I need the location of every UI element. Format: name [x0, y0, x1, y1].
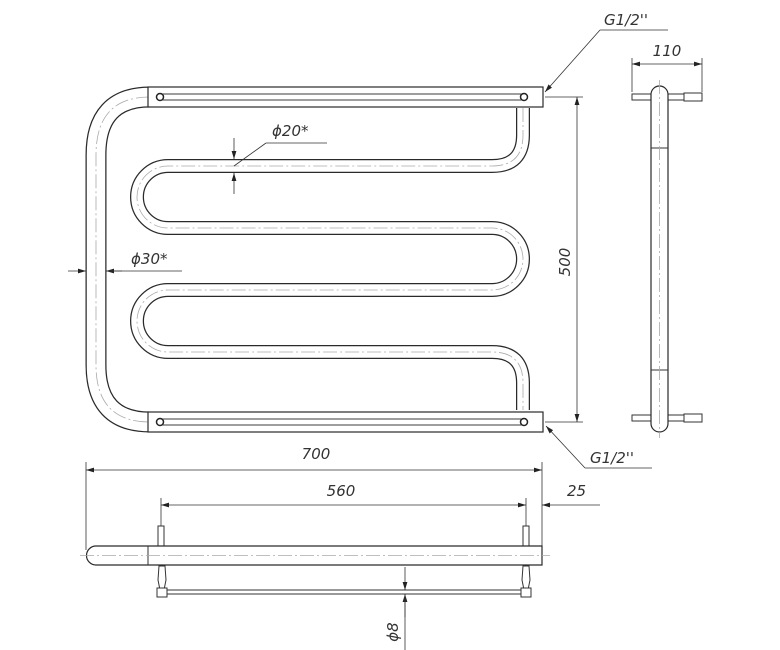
bottom-view: 700 560 25 ϕ8 [80, 445, 600, 650]
thread-callout-bottom: G1/2'' [545, 425, 652, 469]
thread-top-label: G1/2'' [604, 11, 648, 29]
height-label: 500 [556, 248, 574, 277]
offset-label: 25 [567, 482, 586, 500]
side-view: 110 [631, 42, 703, 438]
large-tube-dia-label: ϕ30* [131, 250, 168, 268]
thread-bottom-label: G1/2'' [590, 449, 634, 467]
serpentine-tube [130, 108, 530, 410]
dimension-small-tube: ϕ20* [231, 122, 327, 194]
small-tube-dia-label: ϕ20* [272, 122, 309, 140]
bottom-rail [147, 411, 544, 433]
front-view: 500 G1/2'' G1/2'' ϕ20* ϕ30* [68, 11, 668, 469]
dimension-large-tube: ϕ30* [68, 250, 182, 274]
outer-u-tube [85, 86, 151, 433]
dimension-height: 500 [545, 96, 583, 423]
rod-dia-label: ϕ8 [384, 622, 402, 641]
thread-callout-top: G1/2'' [544, 11, 668, 93]
width-centers-label: 560 [327, 482, 356, 500]
top-rail [147, 86, 544, 108]
width-total-label: 700 [302, 445, 331, 463]
depth-label: 110 [653, 42, 682, 60]
